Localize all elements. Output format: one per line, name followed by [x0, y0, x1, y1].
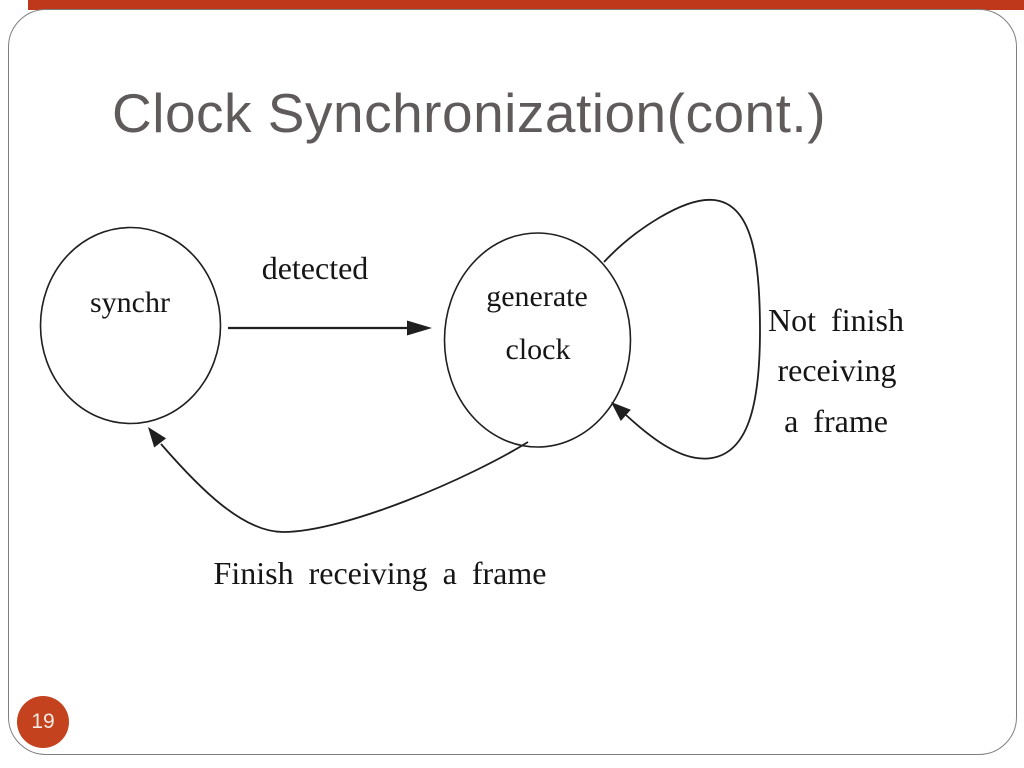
- state-generate-clock-label-line1: generate: [486, 280, 588, 313]
- state-generate-clock-circle: [443, 232, 632, 448]
- detected-arrow-head: [407, 320, 432, 336]
- self-loop-arrow-head: [611, 402, 631, 421]
- not-finish-label-line3: a frame: [784, 403, 888, 439]
- detected-label: detected: [262, 250, 369, 286]
- slide-frame: [8, 9, 1017, 755]
- page-number: 19: [31, 710, 55, 733]
- finish-label: Finish receiving a frame: [214, 555, 547, 591]
- not-finish-label-line1: Not finish: [768, 302, 904, 338]
- state-synchr-circle: [39, 226, 222, 425]
- slide-title: Clock Synchronization(cont.): [112, 82, 827, 144]
- self-loop-arrow-shaft: [603, 199, 761, 460]
- top-accent-bar: [28, 0, 1024, 10]
- not-finish-label-line2: receiving: [777, 352, 896, 388]
- finish-arrow-head: [148, 427, 167, 448]
- page-number-badge: 19: [17, 696, 69, 748]
- state-synchr-label: synchr: [90, 286, 170, 319]
- finish-arrow-shaft: [160, 441, 529, 533]
- state-generate-clock-label-line2: clock: [506, 333, 571, 366]
